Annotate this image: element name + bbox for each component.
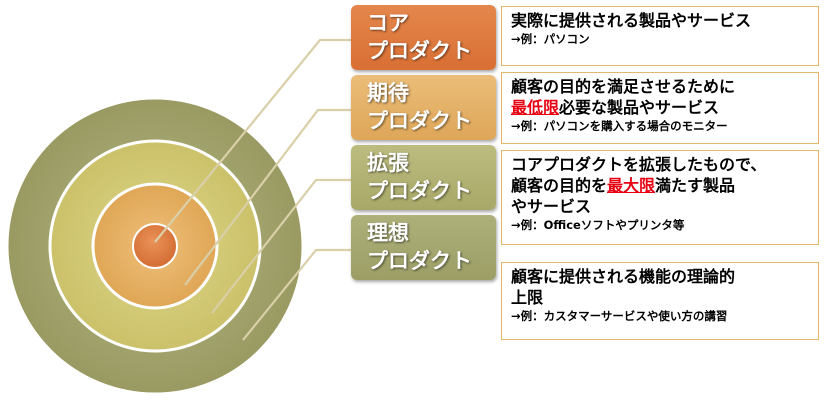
desc-expected-example: →例：パソコンを購入する場合のモニター <box>511 119 728 133</box>
desc-augmented-example: →例：Officeソフトやプリンタ等 <box>511 218 685 232</box>
leader-line-expected <box>184 108 355 286</box>
desc-augmented-rest: 満たす製品 <box>655 176 736 195</box>
desc-expected-text-line2: 最低限必要な製品やサービス <box>511 97 810 118</box>
desc-expected-highlight: 最低限 <box>511 98 560 117</box>
desc-augmented-text-line1: コアプロダクトを拡張したもので、 <box>511 155 767 174</box>
level-core-product: コア プロダクト <box>351 5 496 70</box>
desc-augmented-text-line2: 顧客の目的を最大限満たす製品 <box>511 175 810 196</box>
desc-ideal-product: 顧客に提供される機能の理論的 上限 →例：カスタマーサービスや使い方の講習 <box>501 262 819 340</box>
level-expected-product: 期待 プロダクト <box>351 75 496 140</box>
level-core-line1: コア <box>367 11 409 35</box>
desc-augmented-text-line3: やサービス <box>511 197 592 216</box>
desc-core-text: 実際に提供される製品やサービス <box>511 11 752 30</box>
level-expected-line1: 期待 <box>367 81 409 105</box>
level-ideal-product: 理想 プロダクト <box>351 215 496 280</box>
level-ideal-line2: プロダクト <box>367 249 472 273</box>
desc-core-example: →例：パソコン <box>511 32 590 46</box>
leader-line-core <box>154 38 355 243</box>
level-augmented-line2: プロダクト <box>367 179 472 203</box>
desc-ideal-example: →例：カスタマーサービスや使い方の講習 <box>511 309 728 323</box>
level-expected-line2: プロダクト <box>367 109 472 133</box>
desc-core-product: 実際に提供される製品やサービス →例：パソコン <box>501 6 819 66</box>
leader-line-augmented <box>211 178 355 314</box>
level-augmented-line1: 拡張 <box>367 151 409 175</box>
desc-augmented-product: コアプロダクトを拡張したもので、 顧客の目的を最大限満たす製品 やサービス →例… <box>501 150 819 245</box>
desc-ideal-text-line2: 上限 <box>511 288 544 307</box>
desc-ideal-text-line1: 顧客に提供される機能の理論的 <box>511 267 736 286</box>
desc-expected-product: 顧客の目的を満足させるために 最低限必要な製品やサービス →例：パソコンを購入す… <box>501 72 819 144</box>
desc-expected-text-line1: 顧客の目的を満足させるために <box>511 77 736 96</box>
level-augmented-product: 拡張 プロダクト <box>351 145 496 210</box>
desc-augmented-highlight: 最大限 <box>607 176 656 195</box>
level-ideal-line1: 理想 <box>367 221 409 245</box>
leader-line-ideal <box>242 248 355 341</box>
desc-augmented-pre: 顧客の目的を <box>511 176 608 195</box>
core-product-ring <box>132 223 178 269</box>
level-core-line2: プロダクト <box>367 39 472 63</box>
desc-expected-rest: 必要な製品やサービス <box>559 98 720 117</box>
